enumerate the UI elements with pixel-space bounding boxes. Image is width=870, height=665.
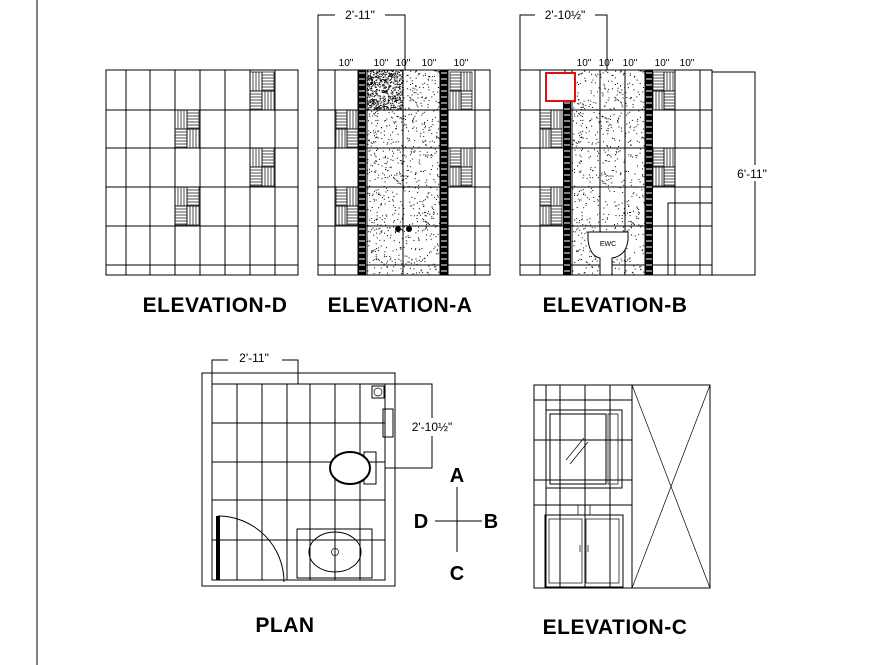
toilet-tag: EWC — [600, 241, 616, 248]
tile-dimension: 10" — [339, 58, 354, 69]
elevation-d-label: ELEVATION-D — [143, 294, 288, 317]
tile-dimension: 10" — [577, 58, 592, 69]
elevation-d: ELEVATION-D — [105, 69, 299, 317]
accent-tile — [346, 128, 359, 149]
view-key-compass: A B C D — [414, 465, 498, 585]
tile-dimension: 10" — [396, 58, 411, 69]
exhaust-fan-highlight — [545, 72, 576, 102]
inner-wall — [211, 383, 386, 581]
tile-dimension: 10" — [623, 58, 638, 69]
tile-dimension: 10" — [655, 58, 670, 69]
height-dimension: 6'-11" — [737, 167, 767, 181]
width-dimension-line — [519, 14, 608, 70]
compass-b: B — [484, 511, 498, 533]
outer-wall — [201, 372, 396, 587]
depth-dimension: 2'-10½" — [412, 420, 453, 434]
accent-tile — [663, 166, 676, 187]
tile-dimension: 10" — [374, 58, 389, 69]
width-dimension: 2'-11" — [239, 351, 269, 365]
toilet-plan — [329, 451, 377, 485]
plan: 2'-11" 2'-10½" PLAN — [201, 351, 462, 637]
border-strip — [358, 70, 366, 275]
accent-tile — [460, 166, 473, 187]
width-dimension-line — [317, 14, 406, 70]
tile-dimension: 10" — [454, 58, 469, 69]
elevation-c-label: ELEVATION-C — [543, 616, 688, 639]
elevation-b: 2'-10½" 10" 10" 10" 10" 10" 6'-11" EWC ELEVA… — [519, 6, 780, 317]
elevation-a: 2'-11" 10" 10" 10" 10" 10" ELEVATION-A — [317, 8, 491, 317]
elevation-b-outline — [519, 69, 713, 276]
width-dimension: 2'-11" — [345, 8, 375, 22]
tile-dimension: 10" — [680, 58, 695, 69]
elevation-d-outline — [105, 69, 299, 276]
sink-plan — [296, 528, 373, 579]
elevation-a-label: ELEVATION-A — [328, 294, 473, 317]
cabinet — [667, 202, 713, 276]
compass-d: D — [414, 511, 428, 533]
compass-c: C — [450, 563, 464, 585]
accent-tile — [550, 128, 563, 149]
shower-enclosure — [631, 384, 711, 589]
elevation-b-label: ELEVATION-B — [543, 294, 688, 317]
elevation-a-outline — [317, 69, 491, 276]
accent-tile — [550, 205, 563, 226]
tile-dimension: 10" — [599, 58, 614, 69]
toilet-elevation: EWC — [587, 231, 629, 276]
door-swing — [216, 515, 285, 583]
mirror-cabinet — [545, 409, 623, 489]
elevation-c: ELEVATION-C — [533, 384, 711, 639]
compass-a: A — [450, 465, 464, 487]
vanity — [544, 504, 624, 588]
accent-tile — [460, 90, 473, 111]
border-strip — [440, 70, 448, 275]
accent-tile — [663, 90, 676, 111]
width-dimension: 2'-10½" — [545, 8, 586, 22]
plan-label: PLAN — [255, 614, 314, 637]
accent-tile — [346, 205, 359, 226]
tile-dimension: 10" — [422, 58, 437, 69]
border-strip — [645, 70, 653, 275]
